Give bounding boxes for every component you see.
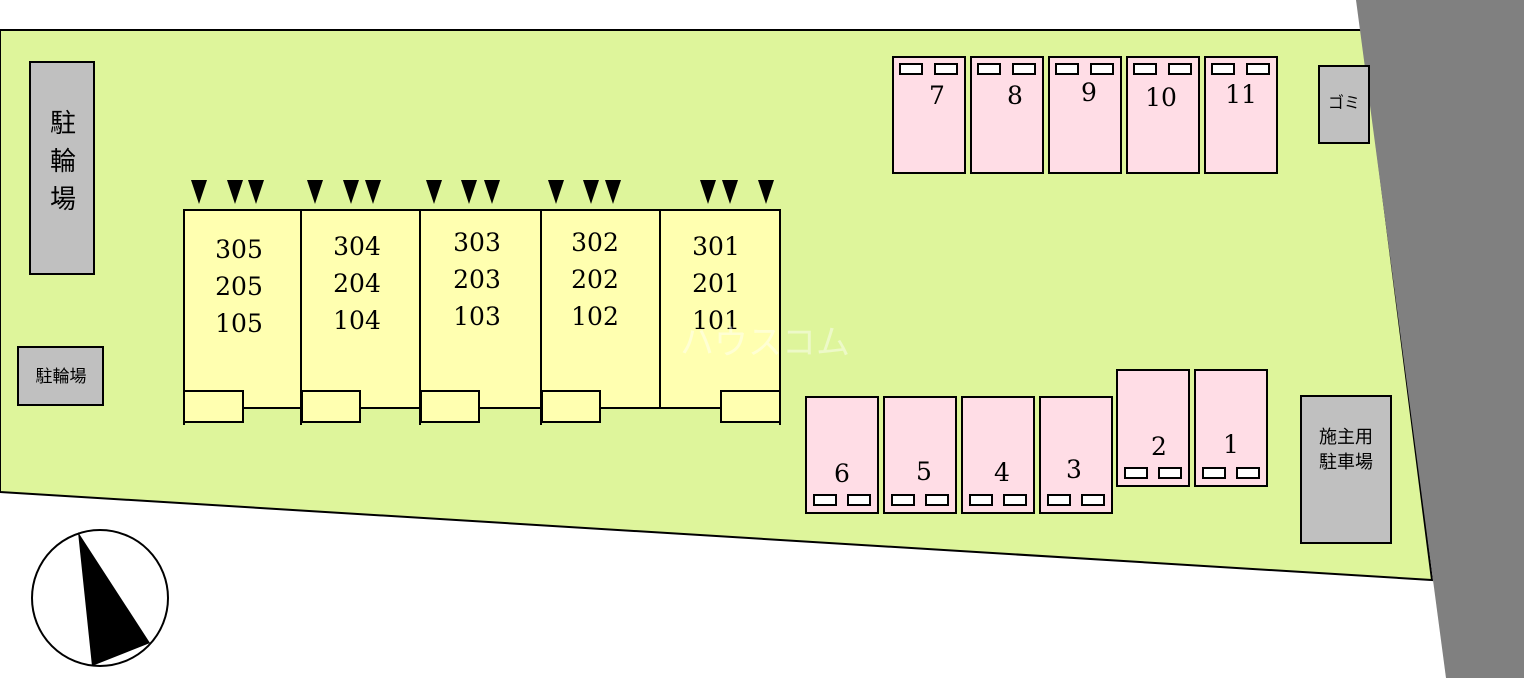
unit-number: 205: [215, 272, 263, 301]
entrance-triangle-icon: [548, 180, 564, 204]
parking-number: 4: [994, 458, 1010, 487]
parking-number: 9: [1081, 78, 1097, 107]
parking-row-top: 7 8 9 10 11: [892, 56, 1278, 174]
parking-space: [1116, 369, 1190, 487]
unit-number: 304: [333, 232, 381, 261]
parking-space: [1039, 396, 1113, 514]
parking-space: [970, 56, 1044, 174]
parking-number: 1: [1223, 430, 1239, 459]
bike-parking-small-label: 駐輪場: [36, 367, 87, 387]
entrance-triangle-icon: [461, 180, 477, 204]
entrance-triangle-icon: [248, 180, 264, 204]
parking-row-bottom: 6 5 4 3 2 1: [805, 369, 1268, 514]
bike-parking-small: [17, 346, 104, 406]
garbage-area: [1318, 65, 1370, 144]
unit-number: 302: [571, 228, 619, 257]
owner-parking-label: 駐車場: [1319, 452, 1373, 473]
owner-parking-label: 施主用: [1319, 427, 1373, 448]
balcony: [541, 390, 601, 423]
entrance-triangle-icon: [700, 180, 716, 204]
bike-parking-large: [29, 61, 95, 275]
parking-number: 7: [929, 81, 945, 110]
unit-number: 202: [571, 265, 619, 294]
unit-number: 104: [333, 306, 381, 335]
entrance-triangle-icon: [605, 180, 621, 204]
apartment-building: 305 205 105 304 204 104 303 203 103 302 …: [183, 209, 781, 425]
unit-number: 305: [215, 235, 263, 264]
entrance-triangle-icon: [583, 180, 599, 204]
bike-parking-large-char: 輪: [50, 147, 76, 177]
parking-space: [805, 396, 879, 514]
balcony: [301, 390, 361, 423]
unit-number: 204: [333, 269, 381, 298]
entrance-triangle-icon: [191, 180, 207, 204]
unit-number: 101: [692, 306, 740, 335]
parking-number: 3: [1066, 455, 1082, 484]
unit-number: 303: [453, 228, 501, 257]
parking-number: 8: [1007, 81, 1023, 110]
bike-parking-large-char: 場: [50, 185, 76, 215]
entrance-triangle-icon: [307, 180, 323, 204]
parking-space: [892, 56, 966, 174]
entrance-triangle-icon: [484, 180, 500, 204]
unit-number: 201: [692, 269, 740, 298]
balcony: [720, 390, 781, 423]
parking-space: [1194, 369, 1268, 487]
entrance-markers: [191, 180, 774, 204]
unit-number: 105: [215, 309, 263, 338]
owner-parking: [1300, 395, 1392, 544]
unit-number: 103: [453, 302, 501, 331]
parking-number: 2: [1151, 432, 1167, 461]
bike-parking-large-char: 駐: [50, 109, 76, 139]
watermark: ハウスコム: [680, 323, 850, 363]
entrance-triangle-icon: [758, 180, 774, 204]
north-arrow-icon: [31, 529, 169, 667]
entrance-triangle-icon: [343, 180, 359, 204]
parking-space: [1048, 56, 1122, 174]
parking-space: [1204, 56, 1278, 174]
parking-space: [961, 396, 1035, 514]
balcony: [183, 390, 244, 423]
parking-space: [1126, 56, 1200, 174]
road: [1356, 0, 1524, 678]
entrance-triangle-icon: [426, 180, 442, 204]
garbage-label: ゴミ: [1328, 93, 1360, 112]
unit-number: 203: [453, 265, 501, 294]
entrance-triangle-icon: [365, 180, 381, 204]
parking-space: [883, 396, 957, 514]
parking-number: 5: [916, 457, 932, 486]
parking-number: 10: [1145, 83, 1177, 112]
parking-number: 11: [1225, 80, 1257, 109]
unit-number: 301: [692, 232, 740, 261]
parking-number: 6: [834, 459, 850, 488]
entrance-triangle-icon: [227, 180, 243, 204]
balcony: [420, 390, 480, 423]
entrance-triangle-icon: [722, 180, 738, 204]
unit-number: 102: [571, 302, 619, 331]
